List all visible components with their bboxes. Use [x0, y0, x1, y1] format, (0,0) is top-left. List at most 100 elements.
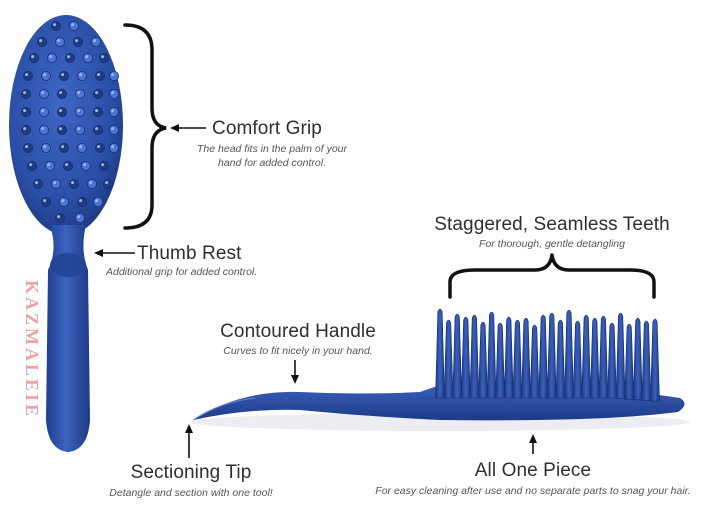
bristle-highlight — [95, 199, 99, 203]
tooth — [529, 324, 540, 399]
tooth — [624, 323, 635, 400]
bristle — [63, 160, 74, 171]
staggered-teeth-title: Staggered, Seamless Teeth — [434, 214, 670, 235]
bristle-highlight — [61, 73, 65, 77]
bristle — [99, 160, 110, 171]
brush-top-view — [9, 15, 123, 452]
bristle — [39, 125, 50, 136]
bristle-highlight — [23, 91, 27, 95]
bristle — [109, 125, 120, 136]
bristle-highlight — [101, 55, 105, 59]
arrow-up-icon — [185, 424, 193, 433]
bristle-highlight — [77, 127, 81, 131]
all-one-piece-title: All One Piece — [474, 460, 592, 481]
tooth — [546, 312, 557, 399]
bristle — [22, 71, 33, 82]
bristle-highlight — [79, 73, 83, 77]
bristle-highlight — [89, 181, 93, 185]
bristle-highlight — [101, 163, 105, 167]
bristle — [75, 212, 86, 223]
bristle — [55, 37, 66, 48]
tooth — [607, 322, 617, 399]
comfort-grip-desc-2: hand for added control. — [218, 157, 326, 169]
bristle — [41, 142, 52, 153]
bristle-highlight — [111, 127, 115, 131]
bristle-highlight — [95, 127, 99, 131]
bristle — [57, 107, 68, 118]
bristle-highlight — [59, 91, 63, 95]
bristle-highlight — [79, 199, 83, 203]
bristle-highlight — [25, 73, 29, 77]
bristle — [59, 196, 70, 207]
tooth — [589, 317, 600, 399]
bristle — [39, 89, 50, 100]
bristle-highlight — [77, 215, 81, 219]
bristle-highlight — [111, 109, 115, 113]
tooth — [598, 315, 609, 399]
bristle-highlight — [41, 109, 45, 113]
bristle — [77, 196, 88, 207]
bristle — [81, 160, 92, 171]
tooth — [538, 314, 549, 399]
bristle — [93, 196, 104, 207]
bristle-highlight — [57, 39, 61, 43]
bristle — [109, 142, 120, 153]
tooth — [632, 317, 643, 401]
bristle-highlight — [31, 55, 35, 59]
bristle-highlight — [25, 145, 29, 149]
bristle-highlight — [61, 199, 65, 203]
tooth — [650, 318, 660, 402]
bristle — [45, 160, 56, 171]
bristle-highlight — [35, 181, 39, 185]
bristle — [91, 37, 102, 48]
bristle — [20, 125, 31, 136]
comfort-grip-bracket — [123, 23, 167, 230]
bristle — [28, 53, 39, 64]
bristle-highlight — [59, 109, 63, 113]
thumb-rest-desc: Additional grip for added control. — [106, 266, 258, 278]
bristle-highlight — [97, 145, 101, 149]
bristle — [87, 178, 98, 189]
bristle-highlight — [111, 73, 115, 77]
bristle — [33, 178, 44, 189]
bristle — [77, 71, 88, 82]
bristle-highlight — [77, 109, 81, 113]
bristle — [51, 20, 62, 31]
bristle-highlight — [53, 23, 57, 27]
tooth — [460, 316, 471, 399]
bristle — [47, 53, 58, 64]
bristle — [22, 142, 33, 153]
arrow-down-icon — [291, 375, 299, 384]
tooth — [572, 320, 583, 399]
tooth — [469, 314, 480, 399]
bristle — [93, 125, 104, 136]
bristle — [65, 53, 76, 64]
tooth — [495, 322, 506, 399]
staggered-teeth-desc: For thorough, gentle detangling — [479, 238, 625, 250]
bristles-top-view — [20, 20, 120, 223]
thumb-rest-title: Thumb Rest — [137, 243, 242, 264]
bristle — [75, 89, 86, 100]
bristle — [41, 71, 52, 82]
tooth — [443, 319, 454, 399]
tooth — [452, 313, 463, 399]
bristle — [95, 142, 106, 153]
bristle-highlight — [43, 145, 47, 149]
contoured-handle-title: Contoured Handle — [220, 321, 376, 342]
bristle — [75, 125, 86, 136]
bristle-highlight — [85, 55, 89, 59]
bristle-highlight — [77, 91, 81, 95]
bristle — [20, 107, 31, 118]
bristle-highlight — [61, 145, 65, 149]
comfort-grip-desc-1: The head fits in the palm of your — [197, 143, 347, 155]
bristle — [73, 37, 84, 48]
tooth — [581, 314, 592, 399]
tooth — [503, 316, 514, 399]
tooth — [478, 321, 488, 399]
bristle — [93, 107, 104, 118]
bristle-highlight — [111, 91, 115, 95]
bristle — [75, 107, 86, 118]
bristle-highlight — [47, 163, 51, 167]
